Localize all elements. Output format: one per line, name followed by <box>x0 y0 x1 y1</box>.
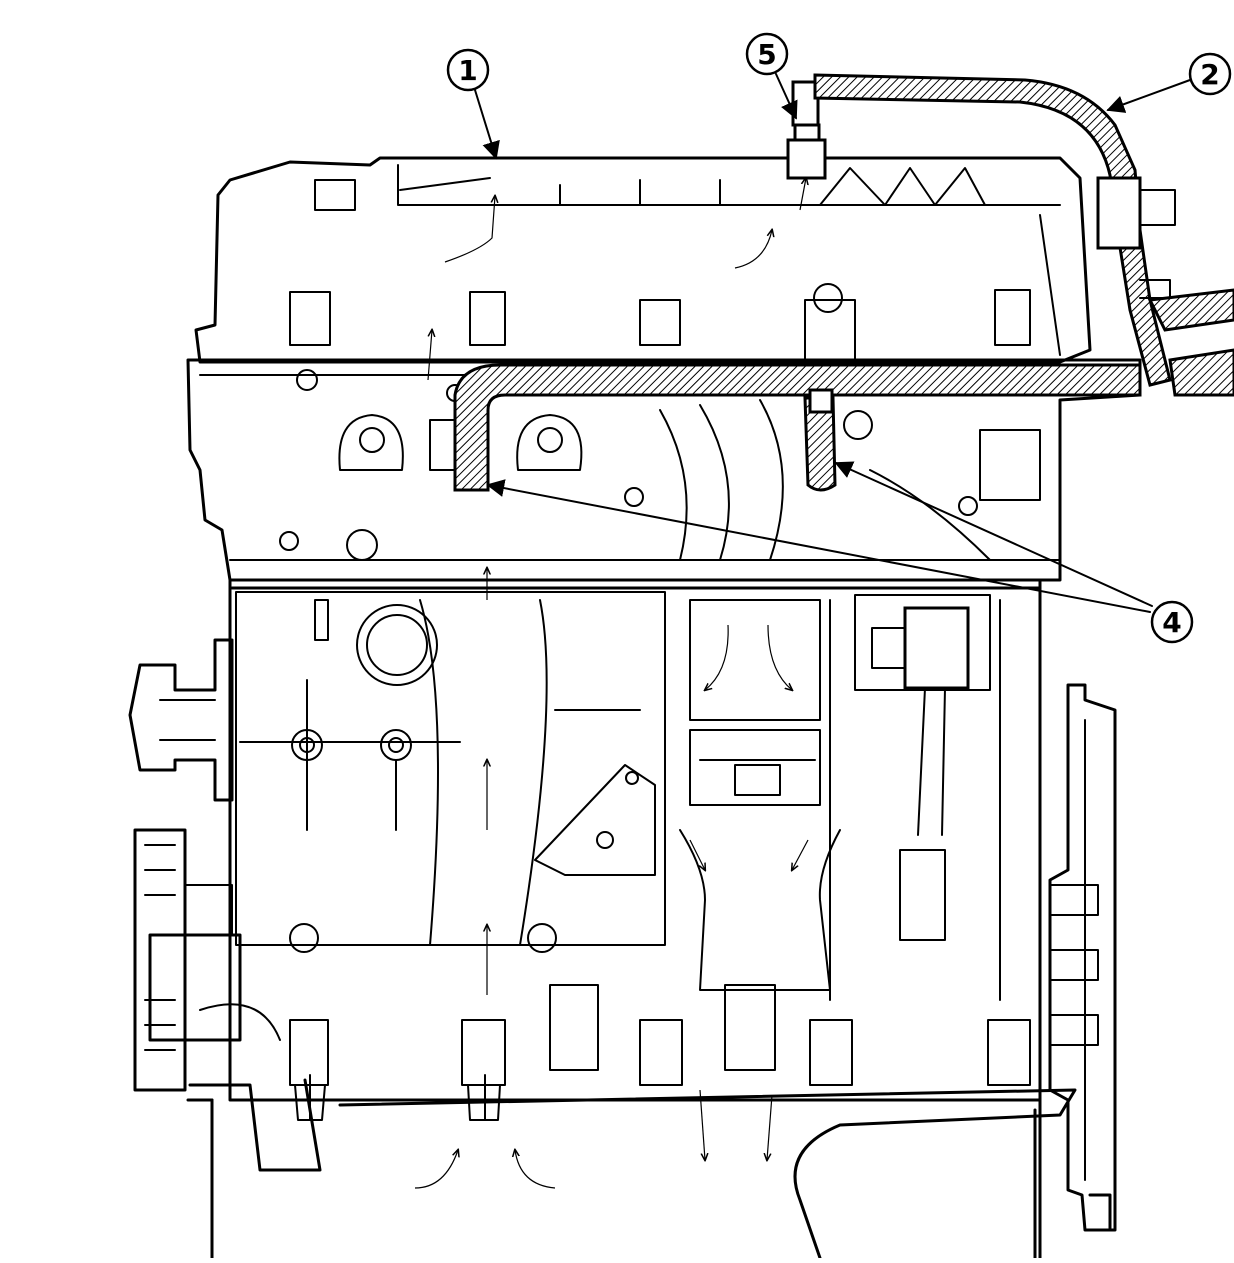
hose-2-branch <box>1147 288 1234 332</box>
pcv-valve <box>786 80 827 180</box>
front-pulleys <box>128 638 322 1172</box>
cylinder-block <box>228 568 1042 1121</box>
callout-2-label: 2 <box>1200 58 1219 91</box>
throttle-body-connector <box>1096 176 1142 250</box>
callout-4-label: 4 <box>1162 606 1181 639</box>
oil-pan <box>210 1088 1077 1260</box>
callout-2: 2 <box>1106 52 1232 113</box>
flywheel <box>1038 683 1117 1260</box>
callout-1-label: 1 <box>458 54 477 87</box>
callout-1: 1 <box>446 48 500 160</box>
callout-5: 5 <box>745 32 798 120</box>
hose-2 <box>813 73 1172 387</box>
valve-cover <box>194 156 1092 364</box>
callout-5-label: 5 <box>757 38 776 71</box>
callout-4: 4 <box>486 461 1194 644</box>
hose-clamp <box>808 388 834 414</box>
hose-4 <box>453 363 1142 492</box>
hose-2-lower <box>1168 348 1234 397</box>
hose-4-drop <box>803 396 837 492</box>
